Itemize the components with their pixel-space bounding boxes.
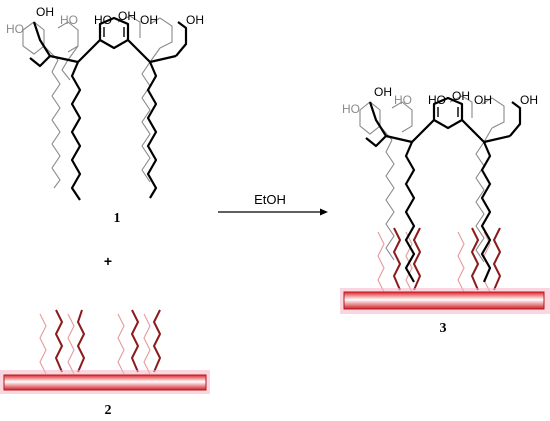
reagent-label: EtOH	[254, 192, 286, 207]
compound-number-1: 1	[114, 211, 121, 226]
reaction-arrow	[218, 208, 328, 216]
substrate-surface	[3, 374, 207, 391]
compound-1-resorcinarene: HO OH HO HO OH OH OH	[6, 5, 204, 201]
hydroxyl-label: HO	[94, 13, 112, 27]
plus-sign: +	[104, 253, 112, 269]
hydroxyl-label: OH	[186, 13, 204, 27]
hydroxyl-label: OH	[36, 5, 54, 19]
hydroxyl-label: HO	[428, 93, 446, 107]
compound-3-assembly: HO OH HO HO OH OH OH	[340, 85, 550, 314]
hydroxyl-label: OH	[140, 13, 158, 27]
hydroxyl-label: OH	[474, 93, 492, 107]
hydroxyl-label: OH	[118, 9, 136, 23]
compound-2-monolayer	[0, 309, 210, 394]
hydroxyl-label: OH	[374, 85, 392, 99]
hydroxyl-label: HO	[6, 22, 24, 36]
compound-number-2: 2	[105, 403, 112, 418]
compound-number-3: 3	[440, 321, 447, 336]
hydroxyl-label: OH	[452, 89, 470, 103]
substrate-surface	[343, 291, 545, 310]
hydroxyl-label: HO	[394, 93, 412, 107]
hydroxyl-label: OH	[520, 93, 538, 107]
hydroxyl-label: HO	[60, 13, 78, 27]
hydroxyl-label: HO	[342, 102, 360, 116]
